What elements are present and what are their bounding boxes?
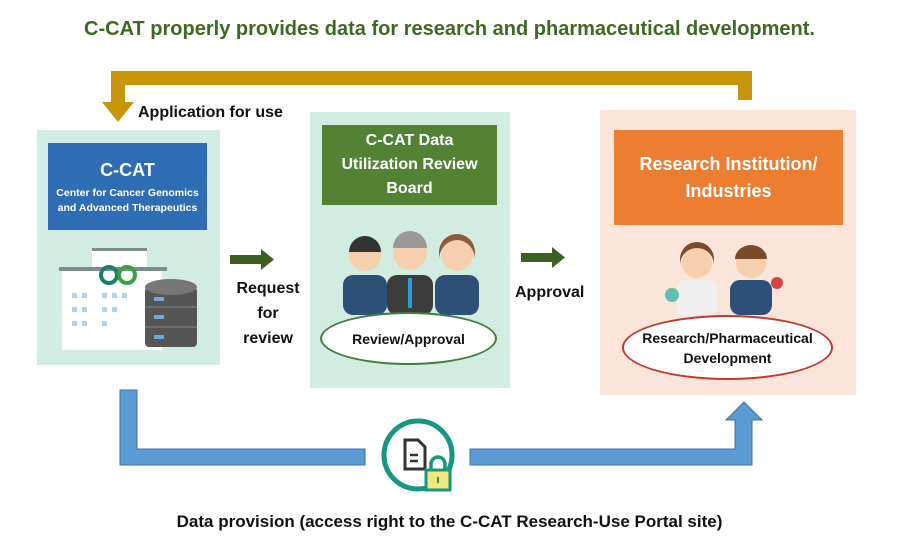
research-title-1: Research Institution/ bbox=[639, 153, 818, 174]
application-arrow bbox=[111, 71, 752, 104]
research-panel: Research Institution/ Industries Researc… bbox=[600, 110, 856, 395]
request-label-2: for bbox=[257, 305, 279, 322]
board-title-3: Board bbox=[386, 180, 433, 197]
board-title-2: Utilization Review bbox=[341, 156, 478, 173]
review-board-panel: C-CAT Data Utilization Review Board Revi… bbox=[310, 112, 510, 388]
board-title-1: C-CAT Data bbox=[365, 132, 454, 149]
research-oval-2: Development bbox=[683, 349, 772, 366]
request-label: Request for review bbox=[228, 276, 308, 351]
hospital-database-icon bbox=[59, 248, 197, 350]
diagram-title: C-CAT properly provides data for researc… bbox=[84, 18, 815, 40]
researchers-icon bbox=[665, 242, 783, 315]
review-approval-oval: Review/Approval bbox=[320, 312, 497, 365]
request-label-1: Request bbox=[236, 280, 300, 297]
research-header: Research Institution/ Industries bbox=[614, 130, 843, 225]
application-label: Application for use bbox=[138, 104, 283, 121]
application-arrowhead bbox=[102, 102, 134, 122]
ccat-panel: C-CAT Center for Cancer Genomics and Adv… bbox=[37, 130, 220, 365]
ccat-subtitle-1: Center for Cancer Genomics bbox=[56, 186, 199, 199]
request-arrow bbox=[230, 249, 274, 270]
ccat-name: C-CAT bbox=[100, 159, 155, 180]
research-development-oval: Research/Pharmaceutical Development bbox=[622, 315, 833, 380]
approval-label: Approval bbox=[515, 284, 585, 301]
board-members-icon bbox=[343, 231, 479, 315]
data-provision-label: Data provision (access right to the C-CA… bbox=[176, 512, 723, 531]
approval-arrow bbox=[521, 247, 565, 268]
ccat-header: C-CAT Center for Cancer Genomics and Adv… bbox=[48, 143, 207, 230]
research-oval-1: Research/Pharmaceutical bbox=[642, 329, 813, 346]
ccat-subtitle-2: and Advanced Therapeutics bbox=[57, 201, 198, 214]
data-provision-arrow-right bbox=[469, 401, 764, 466]
review-board-header: C-CAT Data Utilization Review Board bbox=[322, 125, 497, 205]
secure-document-icon bbox=[381, 418, 455, 492]
data-provision-arrow-left bbox=[119, 389, 366, 466]
request-label-3: review bbox=[243, 330, 293, 347]
research-title-2: Industries bbox=[685, 180, 772, 201]
